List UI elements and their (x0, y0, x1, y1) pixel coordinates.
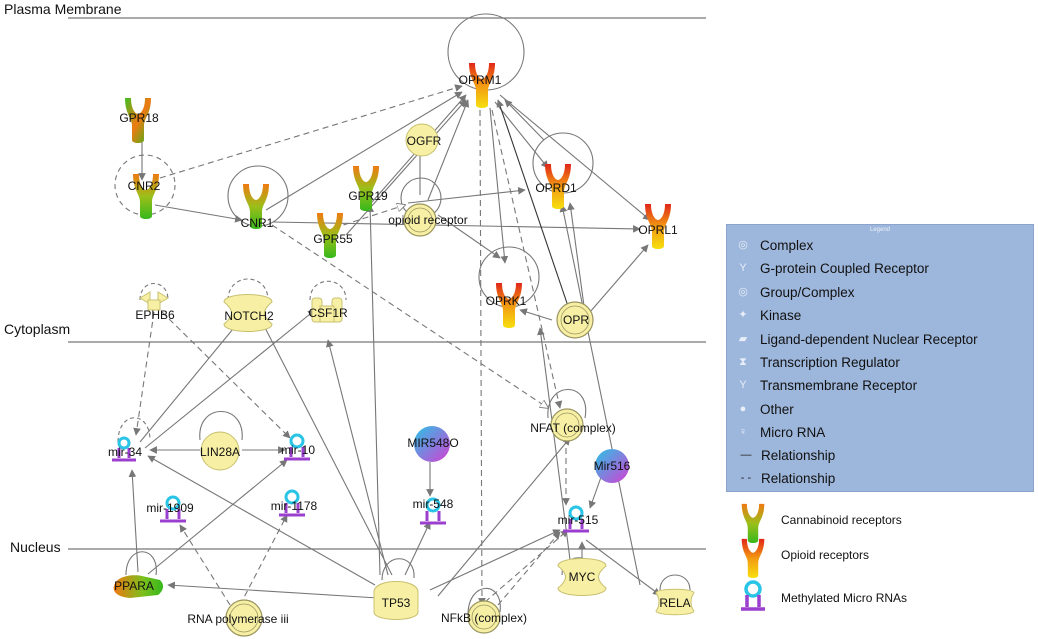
label-lin28a: LIN28A (199, 445, 241, 459)
label-ppara: PPARA (114, 579, 154, 593)
node-mir515[interactable] (563, 505, 589, 533)
node-rnapol[interactable] (225, 599, 263, 637)
legend-title: Legend (869, 227, 891, 233)
label-gpr19: GPR19 (348, 189, 388, 203)
loop-lin28a (199, 410, 243, 441)
loop-tp53 (381, 558, 415, 581)
node-nfat[interactable] (550, 408, 584, 442)
node-nfkb[interactable] (467, 600, 501, 634)
legend-item-transcription-regulator: ⧗Transcription Regulator (735, 354, 900, 370)
key-cannabinoid-label: Cannabinoid receptors (781, 513, 902, 527)
label-oprd1: OPRD1 (535, 181, 577, 195)
node-csf1r[interactable] (311, 297, 343, 323)
node-opr[interactable] (556, 301, 594, 339)
node-mir548[interactable] (420, 497, 446, 525)
key-mirna-label: Methylated Micro RNAs (781, 591, 908, 605)
label-cnr2: CNR2 (127, 179, 161, 193)
other-icon: ● (739, 403, 747, 415)
label-opr: OPR (562, 313, 590, 327)
kinase-icon: ✦ (738, 309, 748, 321)
nuclear-receptor-icon: ▰ (738, 333, 748, 345)
node-mir34[interactable] (112, 436, 136, 462)
loop-csf1r (309, 280, 347, 301)
label-mir34: mir-34 (107, 445, 143, 459)
edges (114, 13, 691, 616)
region-nucleus: Nucleus (10, 539, 61, 555)
complex-icon: ◎ (738, 239, 748, 251)
label-rnapol: RNA polymerase iii (187, 612, 289, 626)
region-plasma-membrane: Plasma Membrane (4, 1, 122, 17)
label-gpr55: GPR55 (313, 232, 353, 246)
key-cannabinoid-icon (741, 503, 765, 543)
label-mir548o: MIR548O (407, 436, 459, 450)
legend-item-kinase: ✦Kinase (735, 307, 801, 323)
label-oprl1: OPRL1 (638, 223, 678, 237)
transcription-regulator-icon: ⧗ (739, 356, 747, 368)
node-notch2[interactable] (223, 294, 273, 332)
label-oprm1: OPRM1 (458, 73, 502, 87)
node-ppara[interactable] (113, 575, 164, 598)
legend-item-group-complex: ◎Group/Complex (735, 284, 854, 300)
loop-ephb6 (139, 283, 169, 301)
legend-item-solid-relationship: —Relationship (735, 447, 836, 463)
node-mir1909[interactable] (160, 495, 186, 523)
label-mir10: mir-10 (280, 443, 316, 457)
label-mir1909: mir-1909 (146, 501, 194, 515)
label-ephb6: EPHB6 (135, 308, 175, 322)
node-opioid-receptor[interactable] (403, 203, 437, 237)
legend-item-complex: ◎Complex (735, 237, 813, 253)
node-mir10[interactable] (284, 433, 310, 461)
legend-item-other: ●Other (735, 401, 794, 417)
label-csf1r: CSF1R (308, 306, 348, 320)
node-rela[interactable] (655, 588, 695, 616)
label-rela: RELA (659, 596, 691, 610)
node-mir1178[interactable] (279, 489, 305, 517)
key-opioid-icon (741, 538, 765, 578)
node-tp53[interactable] (373, 581, 419, 620)
key-opioid-label: Opioid receptors (781, 548, 870, 562)
node-myc[interactable] (557, 558, 607, 596)
label-nfkb: NFkB (complex) (440, 611, 528, 625)
transmembrane-receptor-icon: Y (739, 379, 747, 391)
dashed-line-icon: - - (740, 472, 752, 484)
legend-item-nuclear-receptor: ▰Ligand-dependent Nuclear Receptor (735, 331, 978, 347)
label-notch2: NOTCH2 (224, 309, 274, 323)
node-ogfr[interactable] (405, 123, 439, 157)
loop-mir34 (117, 417, 151, 443)
legend-item-micro-rna: ♀Micro RNA (735, 424, 825, 440)
node-mir516[interactable] (595, 449, 629, 483)
loop-rela (659, 574, 691, 591)
label-cnr1: CNR1 (240, 216, 274, 230)
label-mir548: mir-548 (412, 497, 454, 511)
legend-item-dashed-relationship: - -Relationship (735, 470, 836, 486)
key-mirna-icon (741, 580, 765, 611)
solid-line-icon: — (740, 449, 752, 461)
label-mir516: Mir516 (593, 459, 631, 473)
label-opioid-receptor: opioid receptor (388, 213, 468, 227)
label-gpr18: GPR18 (119, 111, 159, 125)
node-mir548o[interactable] (414, 426, 450, 462)
group-complex-icon: ◎ (738, 286, 748, 298)
label-myc: MYC (568, 570, 596, 584)
loop-notch2 (227, 278, 269, 301)
node-ephb6[interactable] (139, 291, 169, 311)
label-mir515: mir-515 (557, 513, 599, 527)
label-mir1178: mir-1178 (270, 499, 318, 513)
label-oprk1: OPRK1 (485, 294, 527, 308)
label-tp53: TP53 (381, 596, 411, 610)
gpcr-icon: Y (739, 262, 747, 274)
node-lin28a[interactable] (200, 431, 240, 471)
label-ogfr: OGFR (406, 134, 442, 148)
micro-rna-icon: ♀ (738, 426, 748, 438)
label-nfat: NFAT (complex) (530, 421, 616, 435)
region-cytoplasm: Cytoplasm (4, 321, 71, 337)
